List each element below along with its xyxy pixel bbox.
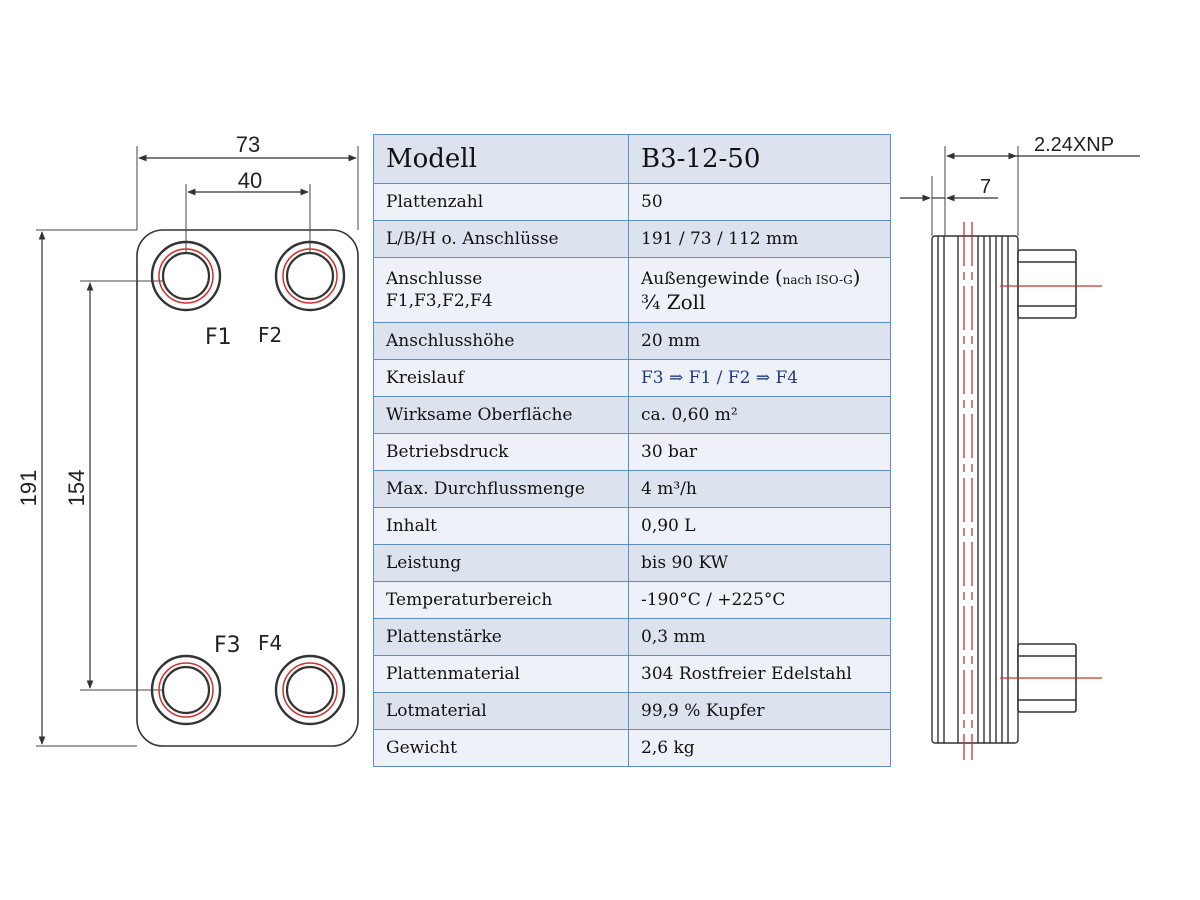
row-label-line2: F1,F3,F2,F4 <box>386 291 493 311</box>
row-value: Außengewinde (nach ISO-G) ¾ Zoll <box>628 257 891 323</box>
front-view-drawing: 73 40 191 154 F1 F2 F3 F4 <box>16 132 359 747</box>
dim-thread-label: 2.24XNP <box>1034 134 1114 156</box>
side-center-lines <box>963 222 1102 760</box>
row-value-note: nach ISO-G <box>782 272 853 287</box>
table-row: Betriebsdruck 30 bar <box>373 433 891 471</box>
table-row: Wirksame Oberfläche ca. 0,60 m² <box>373 396 891 434</box>
row-label: L/B/H o. Anschlüsse <box>373 220 629 258</box>
table-row: Max. Durchflussmenge 4 m³/h <box>373 470 891 508</box>
port-f4 <box>274 654 346 726</box>
row-value-line1: Außengewinde <box>641 268 770 289</box>
row-value: 0,90 L <box>628 507 891 545</box>
row-value: 50 <box>628 183 891 221</box>
row-value: 99,9 % Kupfer <box>628 692 891 730</box>
port-label-f4: F4 <box>258 631 282 655</box>
row-value: 0,3 mm <box>628 618 891 656</box>
row-label: Temperaturbereich <box>373 581 629 619</box>
row-value: bis 90 KW <box>628 544 891 582</box>
header-label: Modell <box>373 134 629 184</box>
row-label: Wirksame Oberfläche <box>373 396 629 434</box>
row-label: Plattenzahl <box>373 183 629 221</box>
row-value-paren-close: ) <box>852 264 861 289</box>
table-row: L/B/H o. Anschlüsse 191 / 73 / 112 mm <box>373 220 891 258</box>
table-row: Kreislauf F3 ⇒ F1 / F2 ⇒ F4 <box>373 359 891 397</box>
table-row: Lotmaterial 99,9 % Kupfer <box>373 692 891 730</box>
port-f2 <box>274 240 346 312</box>
dim-depth-label: 7 <box>980 176 991 198</box>
row-value: 4 m³/h <box>628 470 891 508</box>
plate-outline <box>136 229 359 747</box>
side-connector-top <box>1017 249 1077 319</box>
table-row: Plattenmaterial 304 Rostfreier Edelstahl <box>373 655 891 693</box>
row-value: F3 ⇒ F1 / F2 ⇒ F4 <box>628 359 891 397</box>
table-row: Plattenzahl 50 <box>373 183 891 221</box>
row-value: 2,6 kg <box>628 729 891 767</box>
row-label: Anschlusse F1,F3,F2,F4 <box>373 257 629 323</box>
table-row: Temperaturbereich -190°C / +225°C <box>373 581 891 619</box>
row-label: Plattenstärke <box>373 618 629 656</box>
row-label: Leistung <box>373 544 629 582</box>
table-row: Anschlusse F1,F3,F2,F4 Außengewinde (nac… <box>373 257 891 323</box>
row-label: Kreislauf <box>373 359 629 397</box>
row-label: Inhalt <box>373 507 629 545</box>
dim-height-label: 191 <box>16 470 41 507</box>
dim-port-spacing-label: 40 <box>238 168 262 193</box>
port-label-f1: F1 <box>205 325 232 350</box>
spec-table: Modell B3-12-50 Plattenzahl 50 L/B/H o. … <box>373 134 891 767</box>
table-row: Leistung bis 90 KW <box>373 544 891 582</box>
table-row: Plattenstärke 0,3 mm <box>373 618 891 656</box>
row-value: -190°C / +225°C <box>628 581 891 619</box>
row-value-line2: ¾ Zoll <box>641 289 706 314</box>
header-value: B3-12-50 <box>628 134 891 184</box>
row-label: Lotmaterial <box>373 692 629 730</box>
row-label: Max. Durchflussmenge <box>373 470 629 508</box>
row-value: 30 bar <box>628 433 891 471</box>
port-f3 <box>150 654 222 726</box>
table-row-header: Modell B3-12-50 <box>373 134 891 184</box>
row-label: Betriebsdruck <box>373 433 629 471</box>
port-f1 <box>150 240 222 312</box>
table-row: Anschlusshöhe 20 mm <box>373 322 891 360</box>
port-label-f2: F2 <box>258 323 282 347</box>
row-label: Gewicht <box>373 729 629 767</box>
row-value: 191 / 73 / 112 mm <box>628 220 891 258</box>
row-value: 304 Rostfreier Edelstahl <box>628 655 891 693</box>
row-label: Plattenmaterial <box>373 655 629 693</box>
row-value-paren-open: ( <box>774 264 783 289</box>
dim-port-height-label: 154 <box>64 470 89 507</box>
dim-width-label: 73 <box>236 132 260 157</box>
table-row: Gewicht 2,6 kg <box>373 729 891 767</box>
row-label: Anschlusshöhe <box>373 322 629 360</box>
port-label-f3: F3 <box>214 633 241 658</box>
row-value: 20 mm <box>628 322 891 360</box>
row-value: ca. 0,60 m² <box>628 396 891 434</box>
row-label-line1: Anschlusse <box>386 269 483 289</box>
table-row: Inhalt 0,90 L <box>373 507 891 545</box>
side-connector-bottom <box>1017 643 1077 713</box>
side-body <box>931 235 1019 744</box>
